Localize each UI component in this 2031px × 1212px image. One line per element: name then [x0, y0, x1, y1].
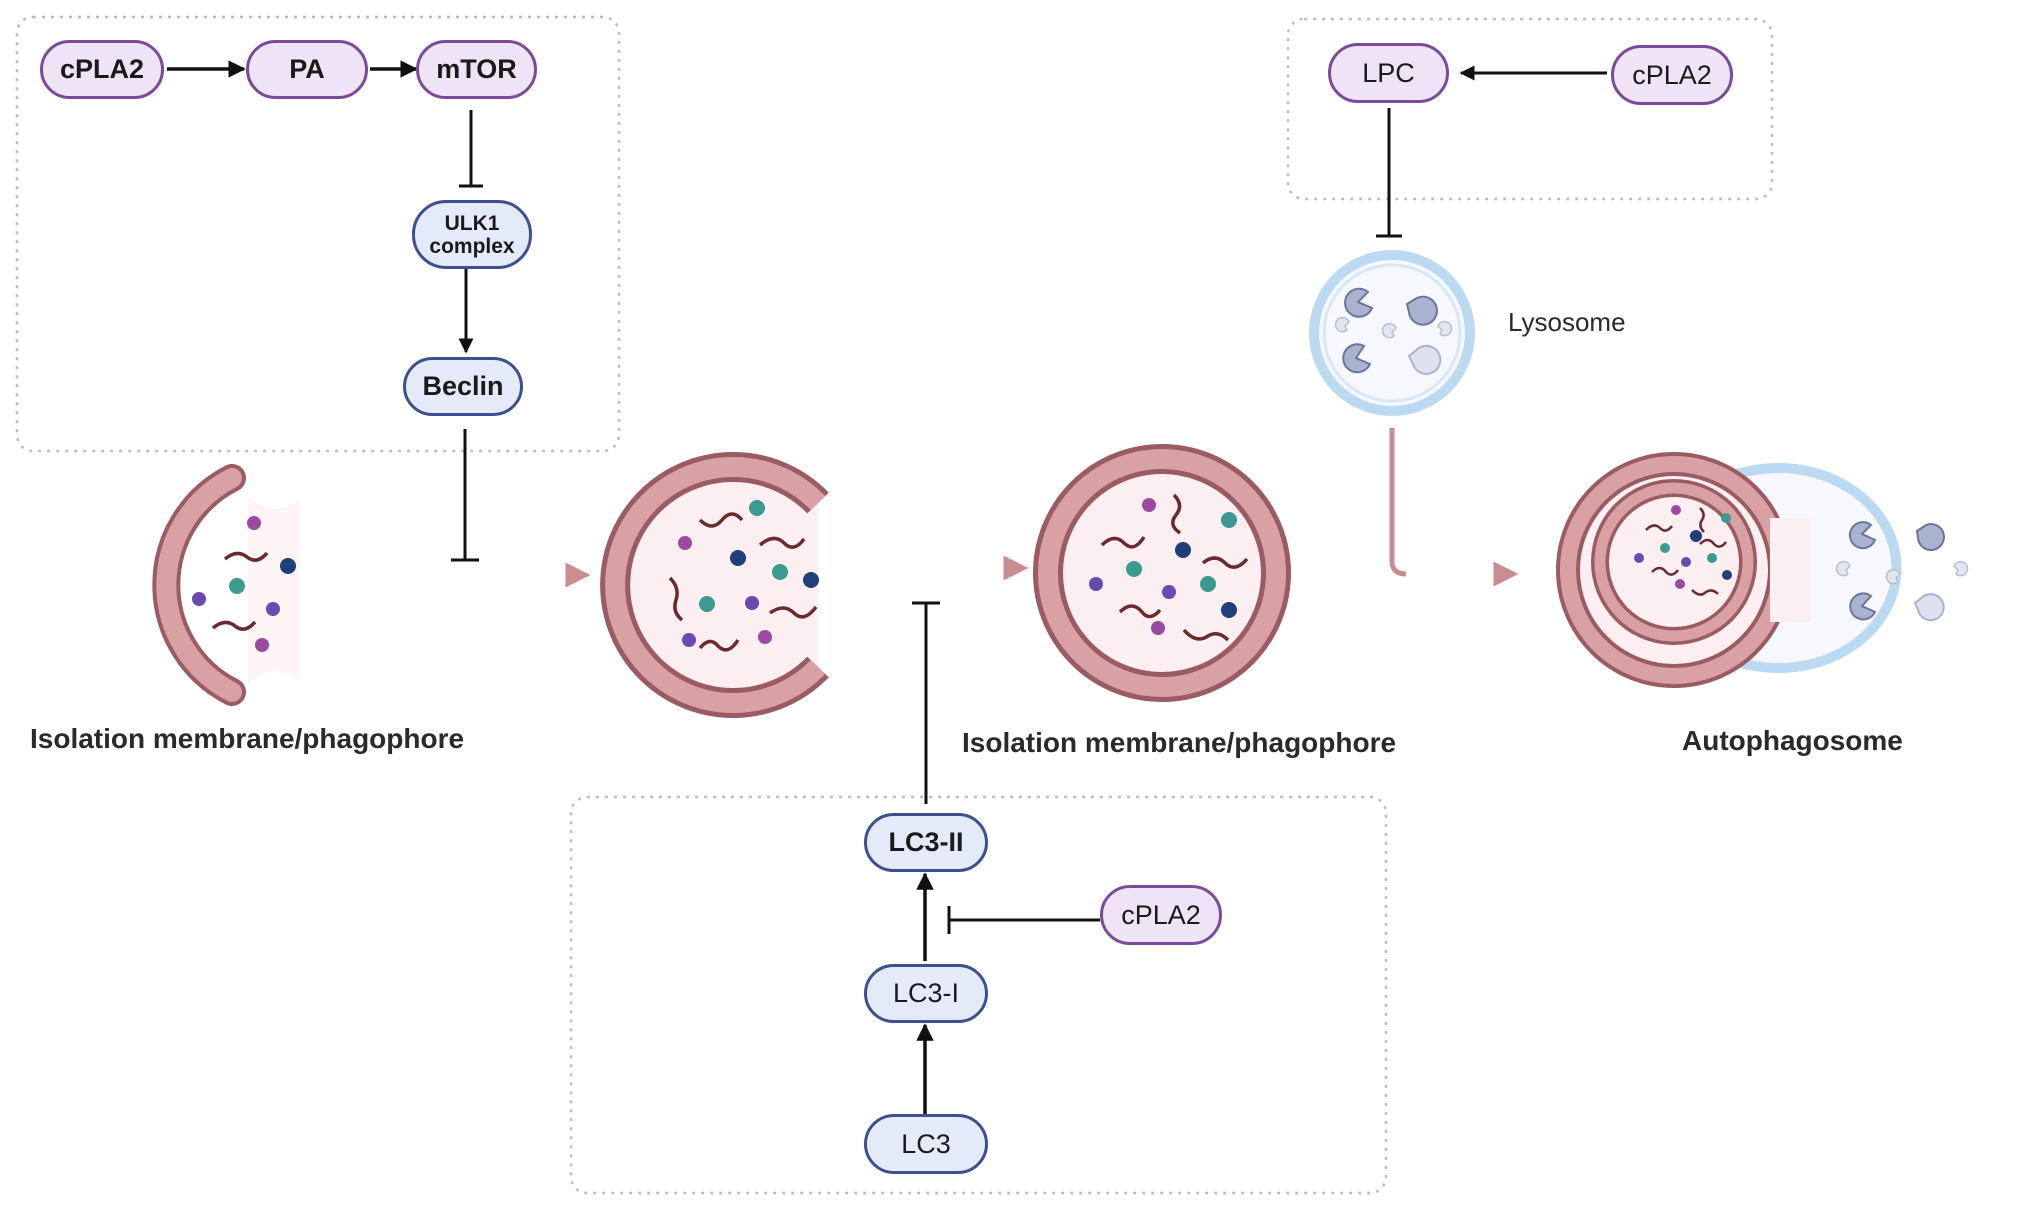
inhibit-lpc-lysosome	[1376, 108, 1402, 238]
node-cpla2-upper-left: cPLA2	[40, 40, 164, 99]
node-lc3: LC3	[864, 1114, 988, 1174]
node-beclin: Beclin	[403, 357, 523, 416]
inhibit-beclin-flow	[451, 429, 479, 562]
lysosome-icon	[1309, 250, 1475, 416]
inhibit-lc3ii-flow	[912, 601, 940, 804]
node-mtor: mTOR	[416, 40, 537, 99]
label-lysosome: Lysosome	[1508, 307, 1626, 337]
caption-phagophore-middle: Isolation membrane/phagophore	[962, 727, 1397, 758]
upper-right-pathway-box	[1286, 17, 1774, 201]
phagophore-closing	[600, 452, 829, 718]
phagophore-closed	[1033, 444, 1291, 702]
node-lc3-ii: LC3-II	[864, 813, 988, 872]
autolysosome-icon	[1556, 452, 1969, 688]
lysosome-fusion-line	[1389, 428, 1407, 577]
node-pa: PA	[246, 40, 368, 99]
inhibit-mtor-ulk1	[459, 110, 483, 188]
caption-phagophore-left: Isolation membrane/phagophore	[30, 723, 465, 754]
upper-left-pathway-box	[15, 15, 621, 453]
node-lc3-i: LC3-I	[864, 964, 988, 1023]
node-cpla2-bottom: cPLA2	[1100, 885, 1222, 945]
node-lpc: LPC	[1328, 43, 1449, 103]
ulk1-line-2: complex	[429, 234, 515, 258]
caption-autophagosome: Autophagosome	[1682, 725, 1903, 756]
phagophore-crescent	[152, 464, 300, 706]
inhibit-cpla2-lc3ii	[947, 906, 1100, 934]
node-cpla2-upper-right: cPLA2	[1611, 45, 1733, 105]
ulk1-line-1: ULK1	[444, 211, 500, 235]
node-ulk1-complex: ULK1 complex	[412, 200, 532, 269]
